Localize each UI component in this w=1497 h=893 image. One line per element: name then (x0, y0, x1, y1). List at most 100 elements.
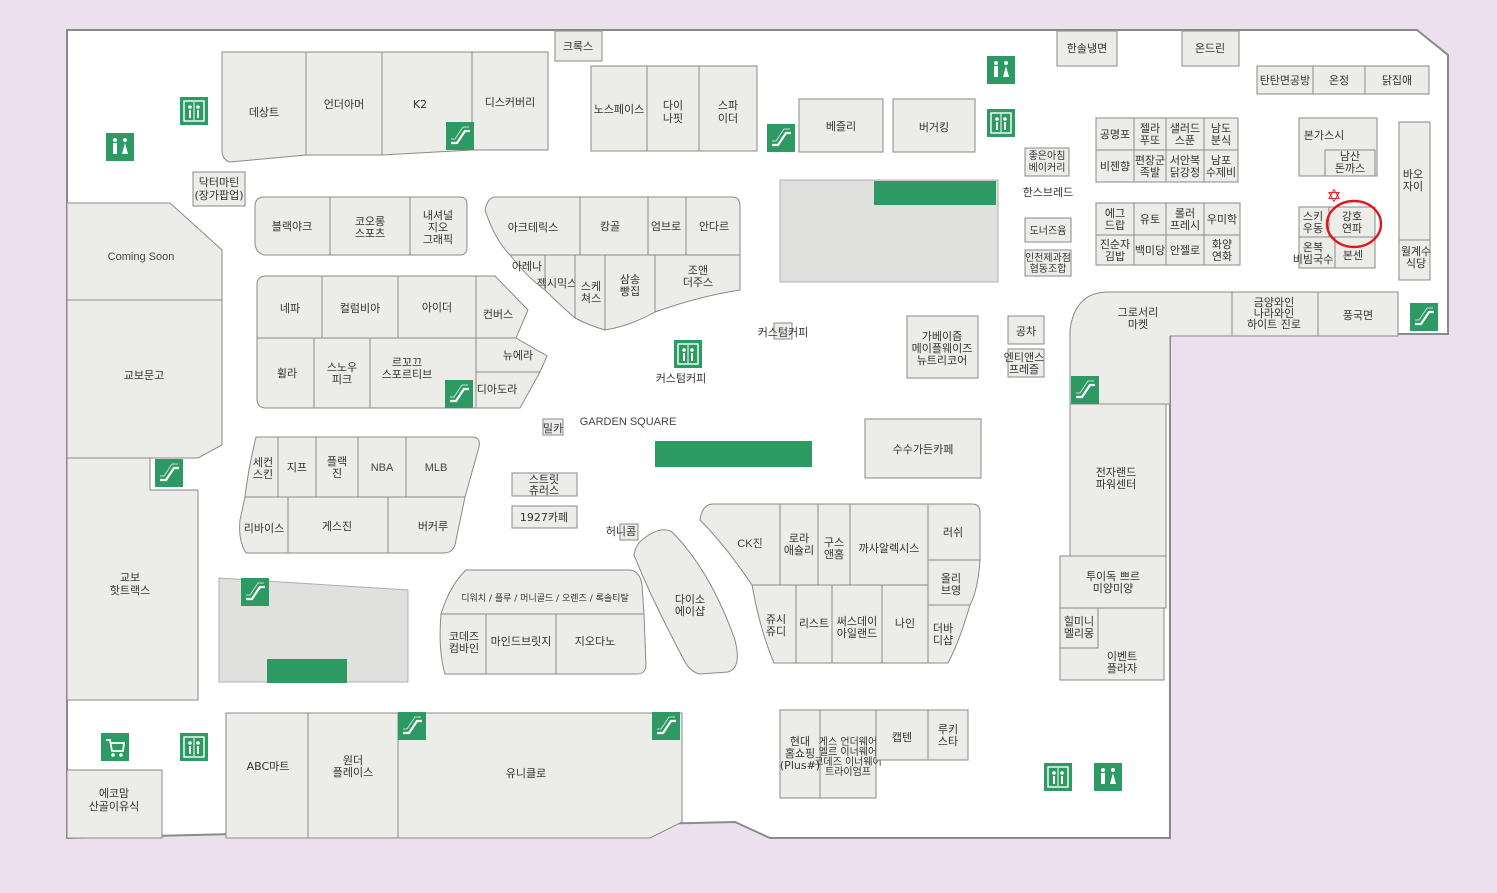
store-label: 프레시 (1170, 219, 1200, 232)
store-kyobo-books (66, 299, 223, 459)
elevator-icon (179, 96, 209, 126)
store-label: 1927카페 (520, 511, 568, 524)
store-label: 메이플웨이즈 (912, 342, 973, 355)
store-ecomam (66, 769, 163, 839)
store-nain (881, 584, 929, 664)
store-label: 본센 (1343, 249, 1363, 262)
store-label: 디아도라 (477, 383, 517, 396)
store-label: 원더 (343, 754, 363, 767)
store-bonsen (1334, 236, 1376, 269)
store-label: 서안복 (1170, 154, 1200, 167)
store-label: 전자랜드 (1096, 466, 1136, 479)
store-label: 까사알렉시스 (859, 541, 920, 555)
elevator-icon (986, 108, 1016, 138)
store-hwayang (1203, 234, 1241, 266)
store-label: 공차 (1016, 325, 1036, 338)
store-donuts (1024, 217, 1072, 243)
store-label: 연파 (1342, 222, 1362, 235)
store-label: 리바이스 (244, 522, 284, 535)
store-baekmi (1133, 234, 1167, 266)
store-label: 가베이즘 (922, 330, 962, 343)
shopping-cart-icon (100, 732, 130, 762)
store-label: 스노우 (327, 361, 357, 374)
store-label: 휠라 (277, 367, 297, 380)
store-label: 아일랜드 (837, 626, 877, 640)
store-label: 엄브로 (651, 220, 681, 233)
store-label: 허니콤 (606, 525, 636, 538)
store-label: 나인 (895, 617, 915, 630)
store-jeonjaland (1069, 403, 1167, 557)
store-label: 스포츠 (355, 227, 385, 240)
store-label: 더바 (933, 622, 953, 635)
store-label: 투이독 쁘르 (1086, 570, 1140, 583)
store-kyobo-hot (66, 457, 199, 701)
store-label: 우미학 (1207, 213, 1237, 226)
store-label: 롤러 (1175, 207, 1195, 220)
store-theba (927, 604, 971, 664)
store-guess (287, 496, 389, 554)
store-crocs (554, 30, 603, 62)
store-label: 이더 (718, 112, 738, 125)
store-anjelo (1165, 234, 1205, 266)
store-label: 에이샵 (675, 605, 705, 618)
store-label: 스파 (718, 99, 738, 112)
store-woljjesu (1398, 239, 1431, 281)
escalator-top (874, 181, 996, 205)
store-label: 교보 (120, 571, 140, 584)
store-label: 스킨 (253, 468, 273, 481)
store-label: 분식 (1211, 134, 1231, 147)
store-label: 나핏 (663, 112, 683, 125)
store-label: 컴바인 (449, 642, 479, 655)
store-label: 힐미니 (1064, 615, 1094, 628)
store-jusi (751, 584, 797, 664)
store-label: 교보문고 (124, 369, 164, 382)
store-label: 에그 (1105, 207, 1125, 220)
store-label: 블랙야크 (272, 220, 312, 233)
store-label: 하이트 진로 (1247, 317, 1301, 331)
store-label: 버커루 (418, 520, 448, 533)
store-label: 캡텐 (892, 731, 912, 744)
store-codes (439, 613, 487, 675)
store-label: 멜리몽 (1064, 627, 1094, 640)
store-nampo (1203, 149, 1239, 183)
store-bakery (1024, 147, 1070, 177)
store-dainapit (646, 65, 700, 152)
store-label: 그로서리 (1118, 306, 1158, 319)
store-label: 올리 (941, 572, 961, 585)
store-label: 리스트 (799, 617, 829, 630)
store-label: 남도 (1211, 122, 1231, 135)
store-label: 진 (332, 467, 342, 480)
store-sonsoo (864, 418, 982, 479)
store-label: 삼송 (620, 273, 640, 286)
store-ckjean (699, 503, 781, 586)
store-label: 핫트랙스 (110, 584, 150, 597)
store-label: 편장군 (1135, 154, 1165, 167)
store-label: 플랙 (327, 455, 347, 468)
store-guccino (817, 503, 851, 586)
store-label: 돈까스 (1335, 162, 1365, 175)
store-blackyak (254, 196, 331, 256)
store-label: 베즐리 (826, 120, 856, 133)
store-pungguk (1317, 291, 1399, 337)
store-label: 족발 (1140, 166, 1160, 179)
store-label: 캉골 (600, 220, 620, 233)
store-customcoffee-booth (773, 322, 793, 340)
store-uniqlo (397, 712, 683, 839)
store-abc (225, 712, 309, 839)
store-label: 아레나 (512, 260, 542, 273)
store-label: 커스텀커피 (758, 326, 809, 339)
store-label: 프레즐 (1009, 363, 1039, 376)
store-hansol (1056, 30, 1118, 67)
store-label: 젤라 (1140, 122, 1160, 135)
store-descente (221, 51, 307, 163)
store-label: 젝시믹스 (537, 277, 577, 290)
store-label: 다이소 (675, 593, 705, 606)
restroom-icon (106, 133, 134, 161)
store-label: 식당 (1406, 257, 1426, 270)
store-label: 플라자 (1107, 662, 1137, 675)
store-label: 뉴트리코어 (917, 354, 968, 367)
store-cafe1927 (511, 505, 578, 529)
store-label: 닭집애 (1382, 74, 1412, 87)
store-label: 르꼬끄 (392, 356, 422, 369)
store-label: (Plus#) (780, 759, 820, 772)
